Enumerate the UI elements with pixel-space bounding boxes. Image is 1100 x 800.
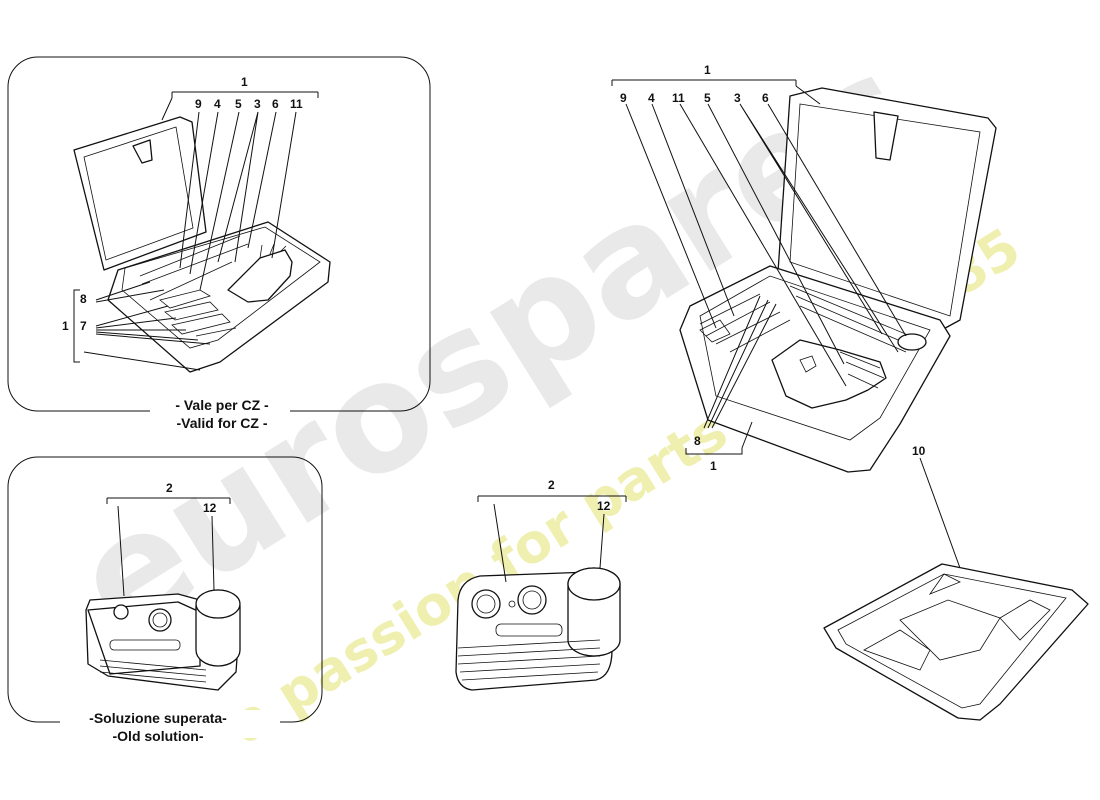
tl-label-6: 6 xyxy=(272,97,279,111)
tr-label-5: 5 xyxy=(704,91,711,105)
tr-label-1-bottom: 1 xyxy=(710,459,717,473)
bl-label-2: 2 xyxy=(166,481,173,495)
compressor-old xyxy=(85,589,241,691)
panel-old-solution: 2 12 -Soluzione superata- -Old solution- xyxy=(7,456,323,744)
tl-label-7: 7 xyxy=(80,319,87,333)
bm-label-2: 2 xyxy=(548,478,555,492)
br-label-10: 10 xyxy=(912,444,926,458)
bm-label-12: 12 xyxy=(597,499,611,513)
compressor-new xyxy=(455,567,621,691)
tl-label-3: 3 xyxy=(254,97,261,111)
tl-caption-it: - Vale per CZ - xyxy=(175,397,269,413)
tl-label-8: 8 xyxy=(80,292,87,306)
panel-valid-for-cz: 1 9 4 5 3 6 11 8 1 7 - Vale per CZ - -Va… xyxy=(7,56,431,431)
tl-label-4: 4 xyxy=(214,97,221,111)
tl-label-1-side: 1 xyxy=(62,319,69,333)
bl-caption-en: -Old solution- xyxy=(113,728,204,744)
tl-label-11: 11 xyxy=(290,97,303,111)
tool-case-small xyxy=(73,116,331,373)
tl-label-5: 5 xyxy=(235,97,242,111)
tray xyxy=(823,563,1089,721)
tl-label-1: 1 xyxy=(241,75,248,89)
tool-case-large xyxy=(679,87,997,473)
tr-label-4: 4 xyxy=(648,91,655,105)
tr-label-8: 8 xyxy=(694,434,701,448)
tl-caption-en: -Valid for CZ - xyxy=(177,415,268,431)
tr-label-3: 3 xyxy=(734,91,741,105)
bl-caption-it: -Soluzione superata- xyxy=(89,710,227,726)
tr-label-9: 9 xyxy=(620,91,627,105)
tr-label-11: 11 xyxy=(672,91,685,105)
tl-label-9: 9 xyxy=(195,97,202,111)
tr-label-6: 6 xyxy=(762,91,769,105)
bl-label-12: 12 xyxy=(203,501,217,515)
tr-label-1: 1 xyxy=(704,63,711,77)
